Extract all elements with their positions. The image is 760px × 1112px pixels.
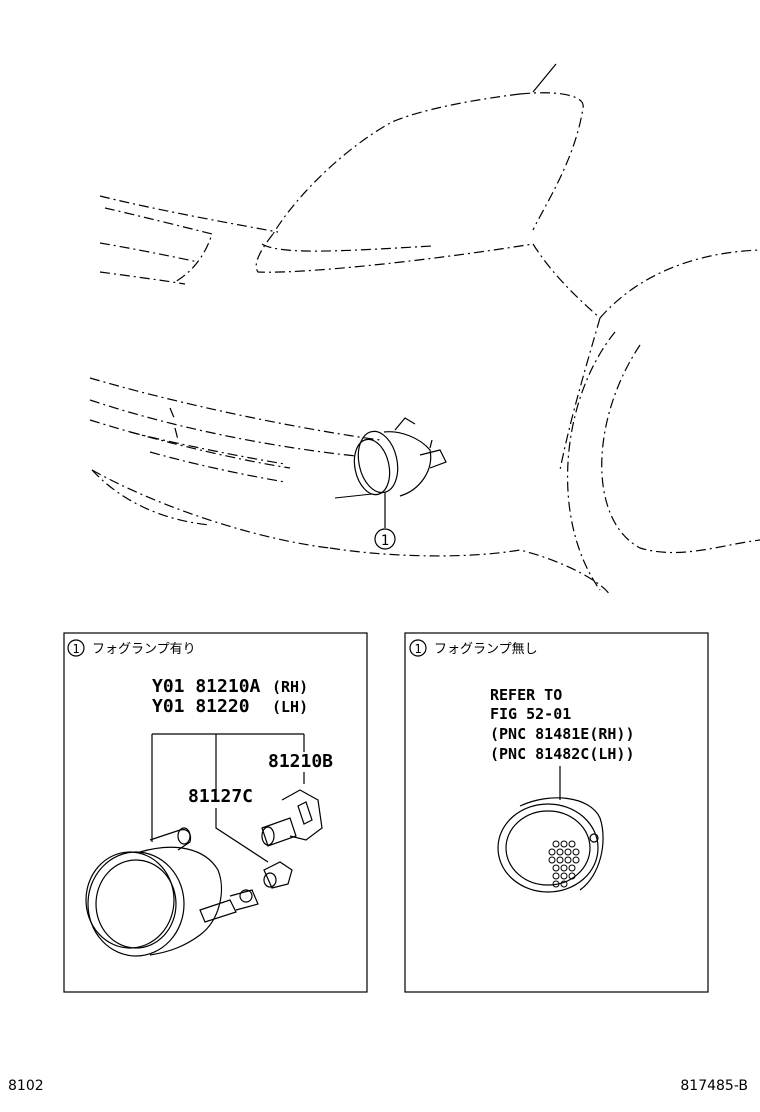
footer-right-code: 817485-B — [680, 1078, 748, 1094]
leader-lines — [151, 733, 305, 863]
part-number-lh: Y01 81220 — [152, 696, 250, 717]
part-number-socket: 81127C — [188, 786, 253, 807]
panel-header-with-fog: フォグランプ有り — [92, 642, 196, 657]
callout-number: 1 — [381, 533, 389, 549]
footer-left-code: 8102 — [8, 1078, 44, 1094]
left-panel-frame — [63, 632, 368, 993]
refer-line-4: (PNC 81482C(LH)) — [490, 745, 635, 763]
cover-mesh-dots — [548, 840, 580, 888]
left-panel-header: 1 フォグランプ有り — [67, 639, 196, 657]
refer-line-3: (PNC 81481E(RH)) — [490, 725, 635, 743]
fog-lamp-on-car — [334, 417, 447, 528]
fog-lamp-assembly — [85, 827, 259, 957]
callout-number: 1 — [72, 642, 79, 656]
right-panel-frame — [404, 632, 709, 993]
fog-bulb — [261, 789, 323, 847]
fog-cover-part — [497, 797, 604, 893]
panel-header-without-fog: フォグランプ無し — [434, 642, 538, 657]
callout-1-main: 1 — [374, 528, 396, 550]
part-number-rh: Y01 81210A — [152, 676, 261, 697]
part-side-lh: (LH) — [272, 698, 308, 716]
bulb-socket — [263, 861, 293, 889]
refer-line-2: FIG 52-01 — [490, 705, 571, 723]
refer-line-1: REFER TO — [490, 686, 562, 704]
part-number-bulb: 81210B — [268, 751, 333, 772]
callout-number: 1 — [414, 642, 421, 656]
right-panel-header: 1 フォグランプ無し — [409, 639, 538, 657]
part-side-rh: (RH) — [272, 678, 308, 696]
car-front-outline — [89, 63, 760, 596]
